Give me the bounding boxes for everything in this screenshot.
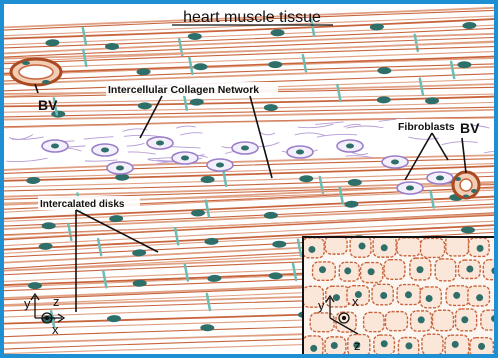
cross-section-nucleus xyxy=(476,294,483,301)
inset-axis-y-label: y xyxy=(318,298,325,313)
collagen-label: Intercellular Collagen Network xyxy=(108,84,259,96)
cross-section-nucleus xyxy=(405,291,412,298)
intercalated-label: Intercalated disks xyxy=(40,199,125,210)
fibroblast-nucleus xyxy=(101,148,109,153)
cross-section-nucleus xyxy=(344,267,351,274)
cross-section-nucleus xyxy=(418,316,425,323)
cross-section-cell xyxy=(397,238,421,256)
axis-z-label: z xyxy=(53,294,60,309)
fibroblast-nucleus xyxy=(296,150,304,155)
cross-section-cell xyxy=(435,259,456,281)
bv-left-label: BV xyxy=(38,97,58,113)
cross-section-nucleus xyxy=(310,345,317,352)
cross-section-nucleus xyxy=(368,268,375,275)
cross-section-nucleus xyxy=(333,294,340,301)
cross-section-nucleus xyxy=(416,266,423,273)
fibroblast-nucleus xyxy=(216,163,224,168)
fibroblast-nucleus xyxy=(436,176,444,181)
cross-section-nucleus xyxy=(461,316,468,323)
cross-section-nucleus xyxy=(466,265,473,272)
fibroblast-nucleus xyxy=(181,156,189,161)
axis-x-label: x xyxy=(52,322,59,337)
fibroblast-nucleus xyxy=(406,186,414,191)
cross-section-nucleus xyxy=(359,243,366,250)
fibroblast-nucleus xyxy=(116,166,124,171)
fibroblast-nucleus xyxy=(346,144,354,149)
cross-section-inset xyxy=(303,234,498,358)
cross-section-nucleus xyxy=(453,292,460,299)
cross-section-nucleus xyxy=(319,266,326,273)
cross-section-cell xyxy=(364,312,384,331)
muscle-nucleus xyxy=(268,61,282,68)
inset-axis-z-label: z xyxy=(354,338,361,353)
cross-section-nucleus xyxy=(426,295,433,302)
inset-axis-x-label: x xyxy=(352,294,359,309)
fibroblasts-label: Fibroblasts xyxy=(398,121,455,133)
cross-section-nucleus xyxy=(331,342,338,349)
cross-section-nucleus xyxy=(381,244,388,251)
fibroblast-nucleus xyxy=(241,146,249,151)
cross-section-cell xyxy=(325,236,347,254)
cross-section-nucleus xyxy=(381,340,388,347)
blood-vessel-right xyxy=(453,172,479,198)
fibroblast-nucleus xyxy=(391,160,399,165)
bv-right-label: BV xyxy=(460,120,480,136)
cross-section-nucleus xyxy=(380,292,387,299)
fibroblast-nucleus xyxy=(51,144,59,149)
cross-section-nucleus xyxy=(478,343,485,350)
muscle-nucleus xyxy=(194,63,208,70)
blood-vessel-left xyxy=(11,59,61,85)
cross-section-nucleus xyxy=(477,245,484,252)
cross-section-nucleus xyxy=(308,246,315,253)
cross-section-cell xyxy=(384,260,405,280)
cross-section-cell xyxy=(421,238,445,257)
cross-section-nucleus xyxy=(452,341,459,348)
cross-section-cell xyxy=(422,334,443,355)
cross-section-cell xyxy=(432,310,453,330)
cross-section-cell xyxy=(386,312,408,331)
axis-y-label: y xyxy=(24,296,31,311)
fibroblast-nucleus xyxy=(156,141,164,146)
title: heart muscle tissue xyxy=(183,9,321,26)
cross-section-nucleus xyxy=(405,342,412,349)
